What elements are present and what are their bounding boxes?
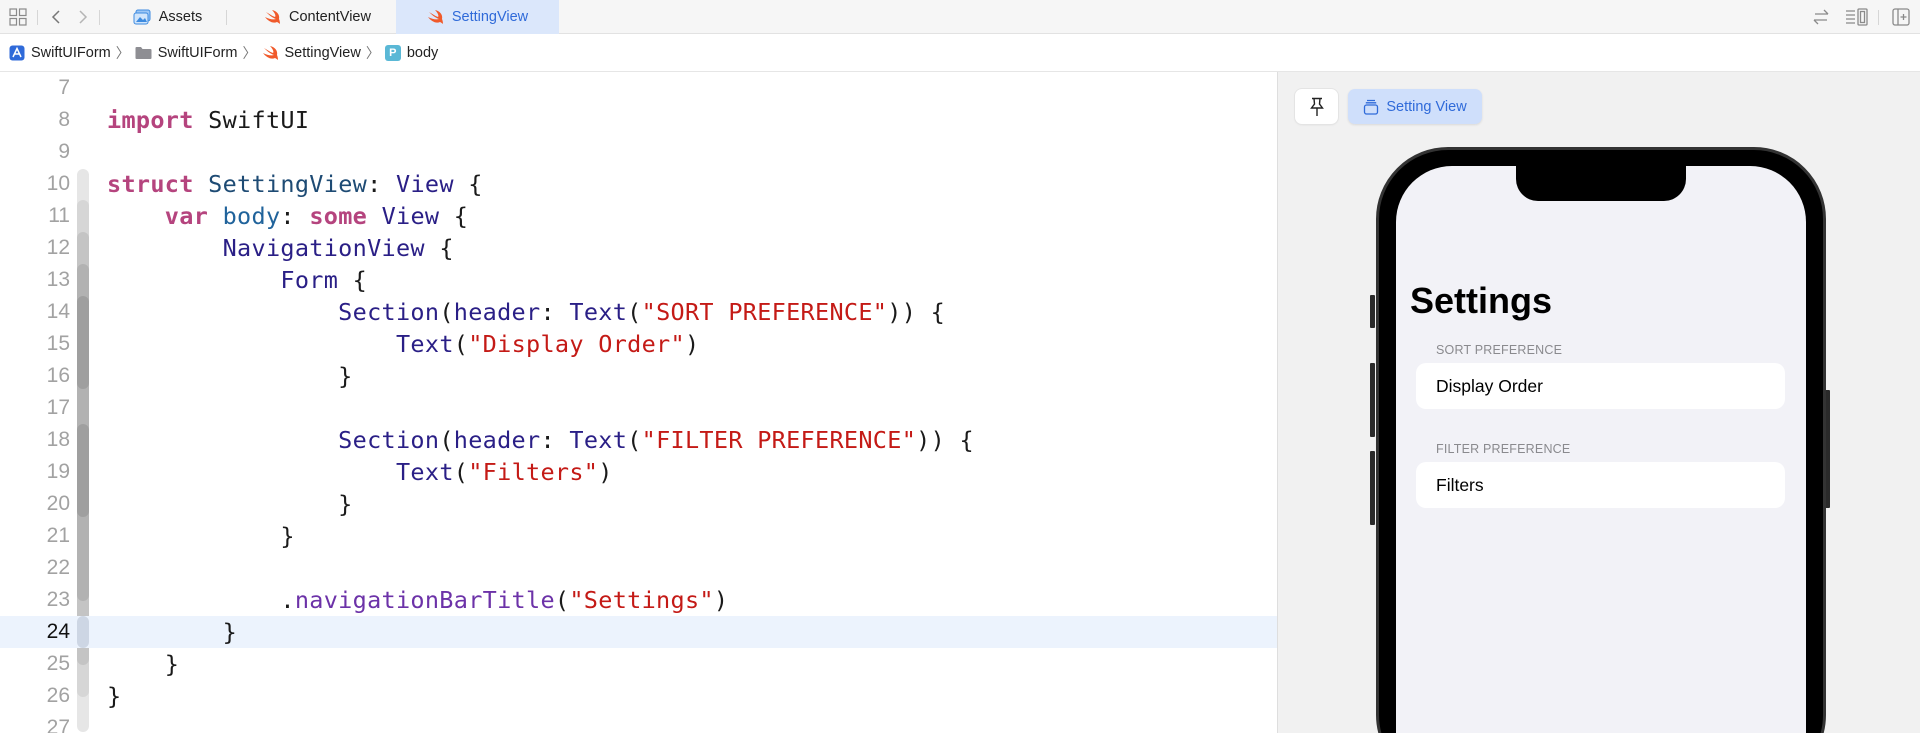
property-icon: P	[384, 45, 401, 61]
swift-icon	[427, 9, 443, 24]
tab-settingview[interactable]: SettingView	[396, 0, 559, 34]
breadcrumb-project[interactable]: SwiftUIForm	[9, 45, 111, 61]
chevron-right-icon: 〉	[242, 45, 257, 61]
phone-volume-up	[1370, 363, 1375, 437]
code-line: 25 }	[46, 649, 180, 678]
tab-label: Assets	[158, 9, 203, 25]
tab-label: SettingView	[451, 9, 529, 25]
code-line: 12 NavigationView {	[46, 233, 454, 262]
code-line: 23 .navigationBarTitle("Settings")	[46, 585, 729, 614]
folder-icon	[135, 47, 152, 59]
tab-contentview[interactable]: ContentView	[240, 0, 395, 34]
code-line: 11 var body: some View {	[48, 201, 469, 230]
preview-stack-icon	[1364, 99, 1379, 115]
row-filters[interactable]: Filters	[1416, 462, 1785, 508]
pin-preview-button[interactable]	[1295, 89, 1338, 124]
device-screen[interactable]: Settings SORT PREFERENCE Display Order F…	[1396, 166, 1806, 733]
section-header-filter: FILTER PREFERENCE	[1436, 442, 1571, 456]
add-editor-icon[interactable]	[1892, 8, 1910, 26]
code-line: 13 Form {	[46, 265, 368, 294]
chevron-right-icon: 〉	[365, 45, 380, 61]
back-chevron-icon[interactable]	[48, 8, 66, 26]
tab-assets[interactable]: Assets	[110, 0, 225, 34]
swift-icon	[265, 9, 281, 24]
code-line: 22	[46, 555, 70, 579]
code-line: 18 Section(header: Text("FILTER PREFEREN…	[46, 425, 974, 454]
setting-view-preview-button[interactable]: Setting View	[1348, 89, 1482, 124]
phone-volume-down	[1370, 451, 1375, 525]
breadcrumb-file[interactable]: SettingView	[262, 45, 361, 61]
row-display-order[interactable]: Display Order	[1416, 363, 1785, 409]
folding-ribbon[interactable]	[77, 296, 89, 389]
section-header-sort: SORT PREFERENCE	[1436, 343, 1563, 357]
phone-silent-switch	[1370, 295, 1375, 328]
assets-icon	[133, 9, 151, 25]
swap-icon[interactable]	[1811, 8, 1831, 26]
code-line: 19 Text("Filters")	[46, 457, 613, 486]
nav-title: Settings	[1410, 280, 1553, 321]
code-line-current: 24 }	[0, 616, 1277, 648]
code-line: 14 Section(header: Text("SORT PREFERENCE…	[46, 297, 946, 326]
folding-ribbon[interactable]	[77, 424, 89, 517]
code-line: 7	[58, 75, 70, 99]
code-line: 9	[58, 139, 70, 163]
breadcrumb: SwiftUIForm 〉 SwiftUIForm 〉 SettingView …	[0, 35, 1920, 72]
code-line: 20 }	[46, 489, 353, 518]
breadcrumb-folder[interactable]: SwiftUIForm	[135, 45, 238, 61]
code-line: 15 Text("Display Order")	[46, 329, 700, 358]
device-notch	[1516, 166, 1686, 201]
preview-canvas: Setting View Settings SORT PREFERENCE Di…	[1277, 72, 1920, 733]
tab-bar: Assets ContentView SettingView	[0, 0, 1920, 34]
code-line: 16 }	[46, 361, 353, 390]
code-line: 17	[46, 395, 70, 419]
tab-label: ContentView	[289, 9, 371, 25]
forward-chevron-icon[interactable]	[73, 8, 91, 26]
inspector-layout-icon[interactable]	[1845, 8, 1869, 26]
app-project-icon	[9, 45, 25, 61]
breadcrumb-symbol[interactable]: P body	[384, 45, 438, 61]
swift-icon	[262, 45, 278, 60]
code-line: 27	[46, 715, 70, 733]
grid-overview-icon[interactable]	[9, 8, 27, 26]
pin-icon	[1309, 97, 1324, 116]
chevron-right-icon: 〉	[115, 45, 130, 61]
code-line: 26}	[46, 681, 122, 710]
iphone-device-frame: Settings SORT PREFERENCE Display Order F…	[1376, 147, 1826, 733]
phone-power-button	[1825, 390, 1830, 508]
code-line: 21 }	[46, 521, 295, 550]
